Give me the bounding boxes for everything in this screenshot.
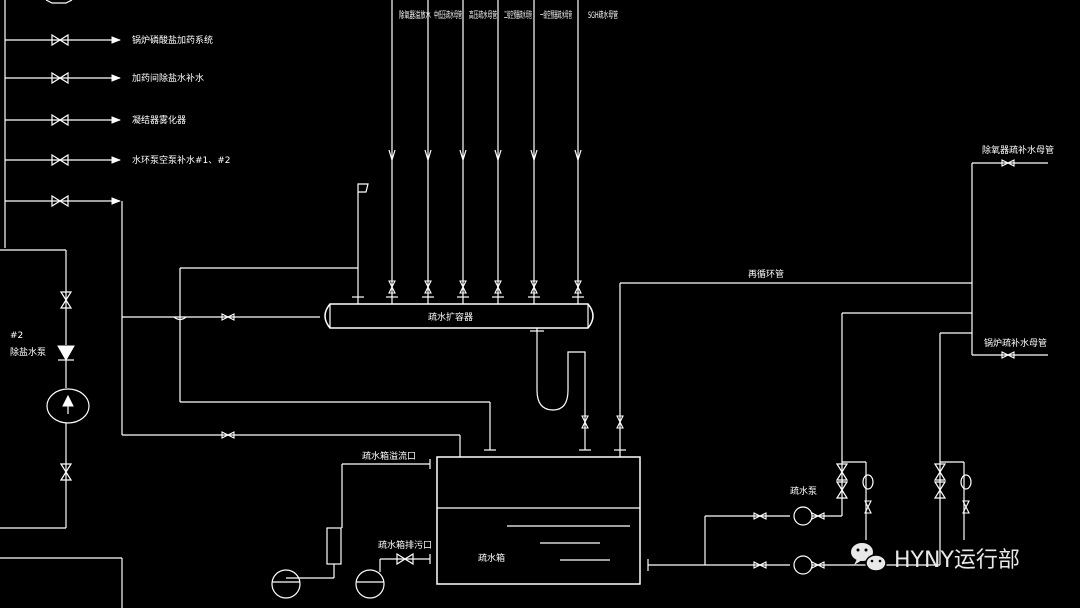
u-seal-pipe (530, 328, 591, 451)
drain-pump-label: 疏水泵 (790, 485, 817, 497)
pump2-number: #2 (10, 331, 23, 341)
pump-icon (793, 506, 813, 526)
drain-tank-label: 疏水箱 (478, 552, 505, 564)
header-inlet-labels: 除氧器溢放水 中低压疏水母管 高压疏水母管 二级空预器疏水母管 一级空预器疏水母… (399, 9, 618, 21)
drain-outlet-line (355, 553, 431, 599)
left-supply-header (0, 0, 67, 290)
wechat-icon (851, 543, 887, 572)
inlet-label-6: SGH疏水母管 (588, 9, 618, 21)
branch-label-2: 加药间除盐水补水 (132, 72, 204, 84)
drain-pump-lines (620, 159, 1048, 575)
pump-icon (793, 555, 813, 575)
header-inlet-pipes (386, 0, 584, 304)
branch-label-3: 凝结器雾化器 (132, 114, 186, 126)
drain-tank (436, 283, 641, 585)
inlet-label-4: 二级空预器疏水母管 (504, 9, 532, 21)
connecting-pipes (121, 183, 491, 457)
check-valve-icon (57, 345, 75, 362)
inlet-label-5: 一级空预器疏水母管 (540, 9, 572, 21)
pump-icon (46, 388, 90, 424)
funnel-icon (271, 569, 301, 599)
recirc-label: 再循环管 (748, 268, 784, 280)
overflow-line (271, 459, 431, 599)
branch-label-4: 水环泵空泵补水#1、#2 (132, 154, 231, 166)
inlet-label-2: 中低压疏水母管 (434, 9, 462, 21)
branch-label-1: 锅炉磷酸盐加药系统 (132, 34, 213, 46)
demin-pump-column (0, 290, 123, 608)
right-outlet-label-1: 除氧器疏补水母管 (982, 144, 1054, 156)
watermark: HYNY运行部 (851, 543, 1020, 573)
inlet-label-1: 除氧器溢放水 (399, 9, 431, 21)
left-branch-lines (5, 0, 121, 207)
pump2-label: 除盐水泵 (10, 346, 46, 358)
right-outlet-label-2: 锅炉疏补水母管 (984, 337, 1047, 349)
flash-tank-label: 疏水扩容器 (428, 311, 473, 323)
watermark-text: HYNY运行部 (894, 548, 1020, 573)
inlet-label-3: 高压疏水母管 (469, 9, 497, 21)
overflow-label: 疏水箱溢流口 (362, 450, 416, 462)
funnel-icon (355, 569, 385, 599)
flash-tank (324, 303, 594, 329)
drain-outlet-label: 疏水箱排污口 (378, 539, 432, 551)
vent-flag-icon (357, 183, 369, 193)
